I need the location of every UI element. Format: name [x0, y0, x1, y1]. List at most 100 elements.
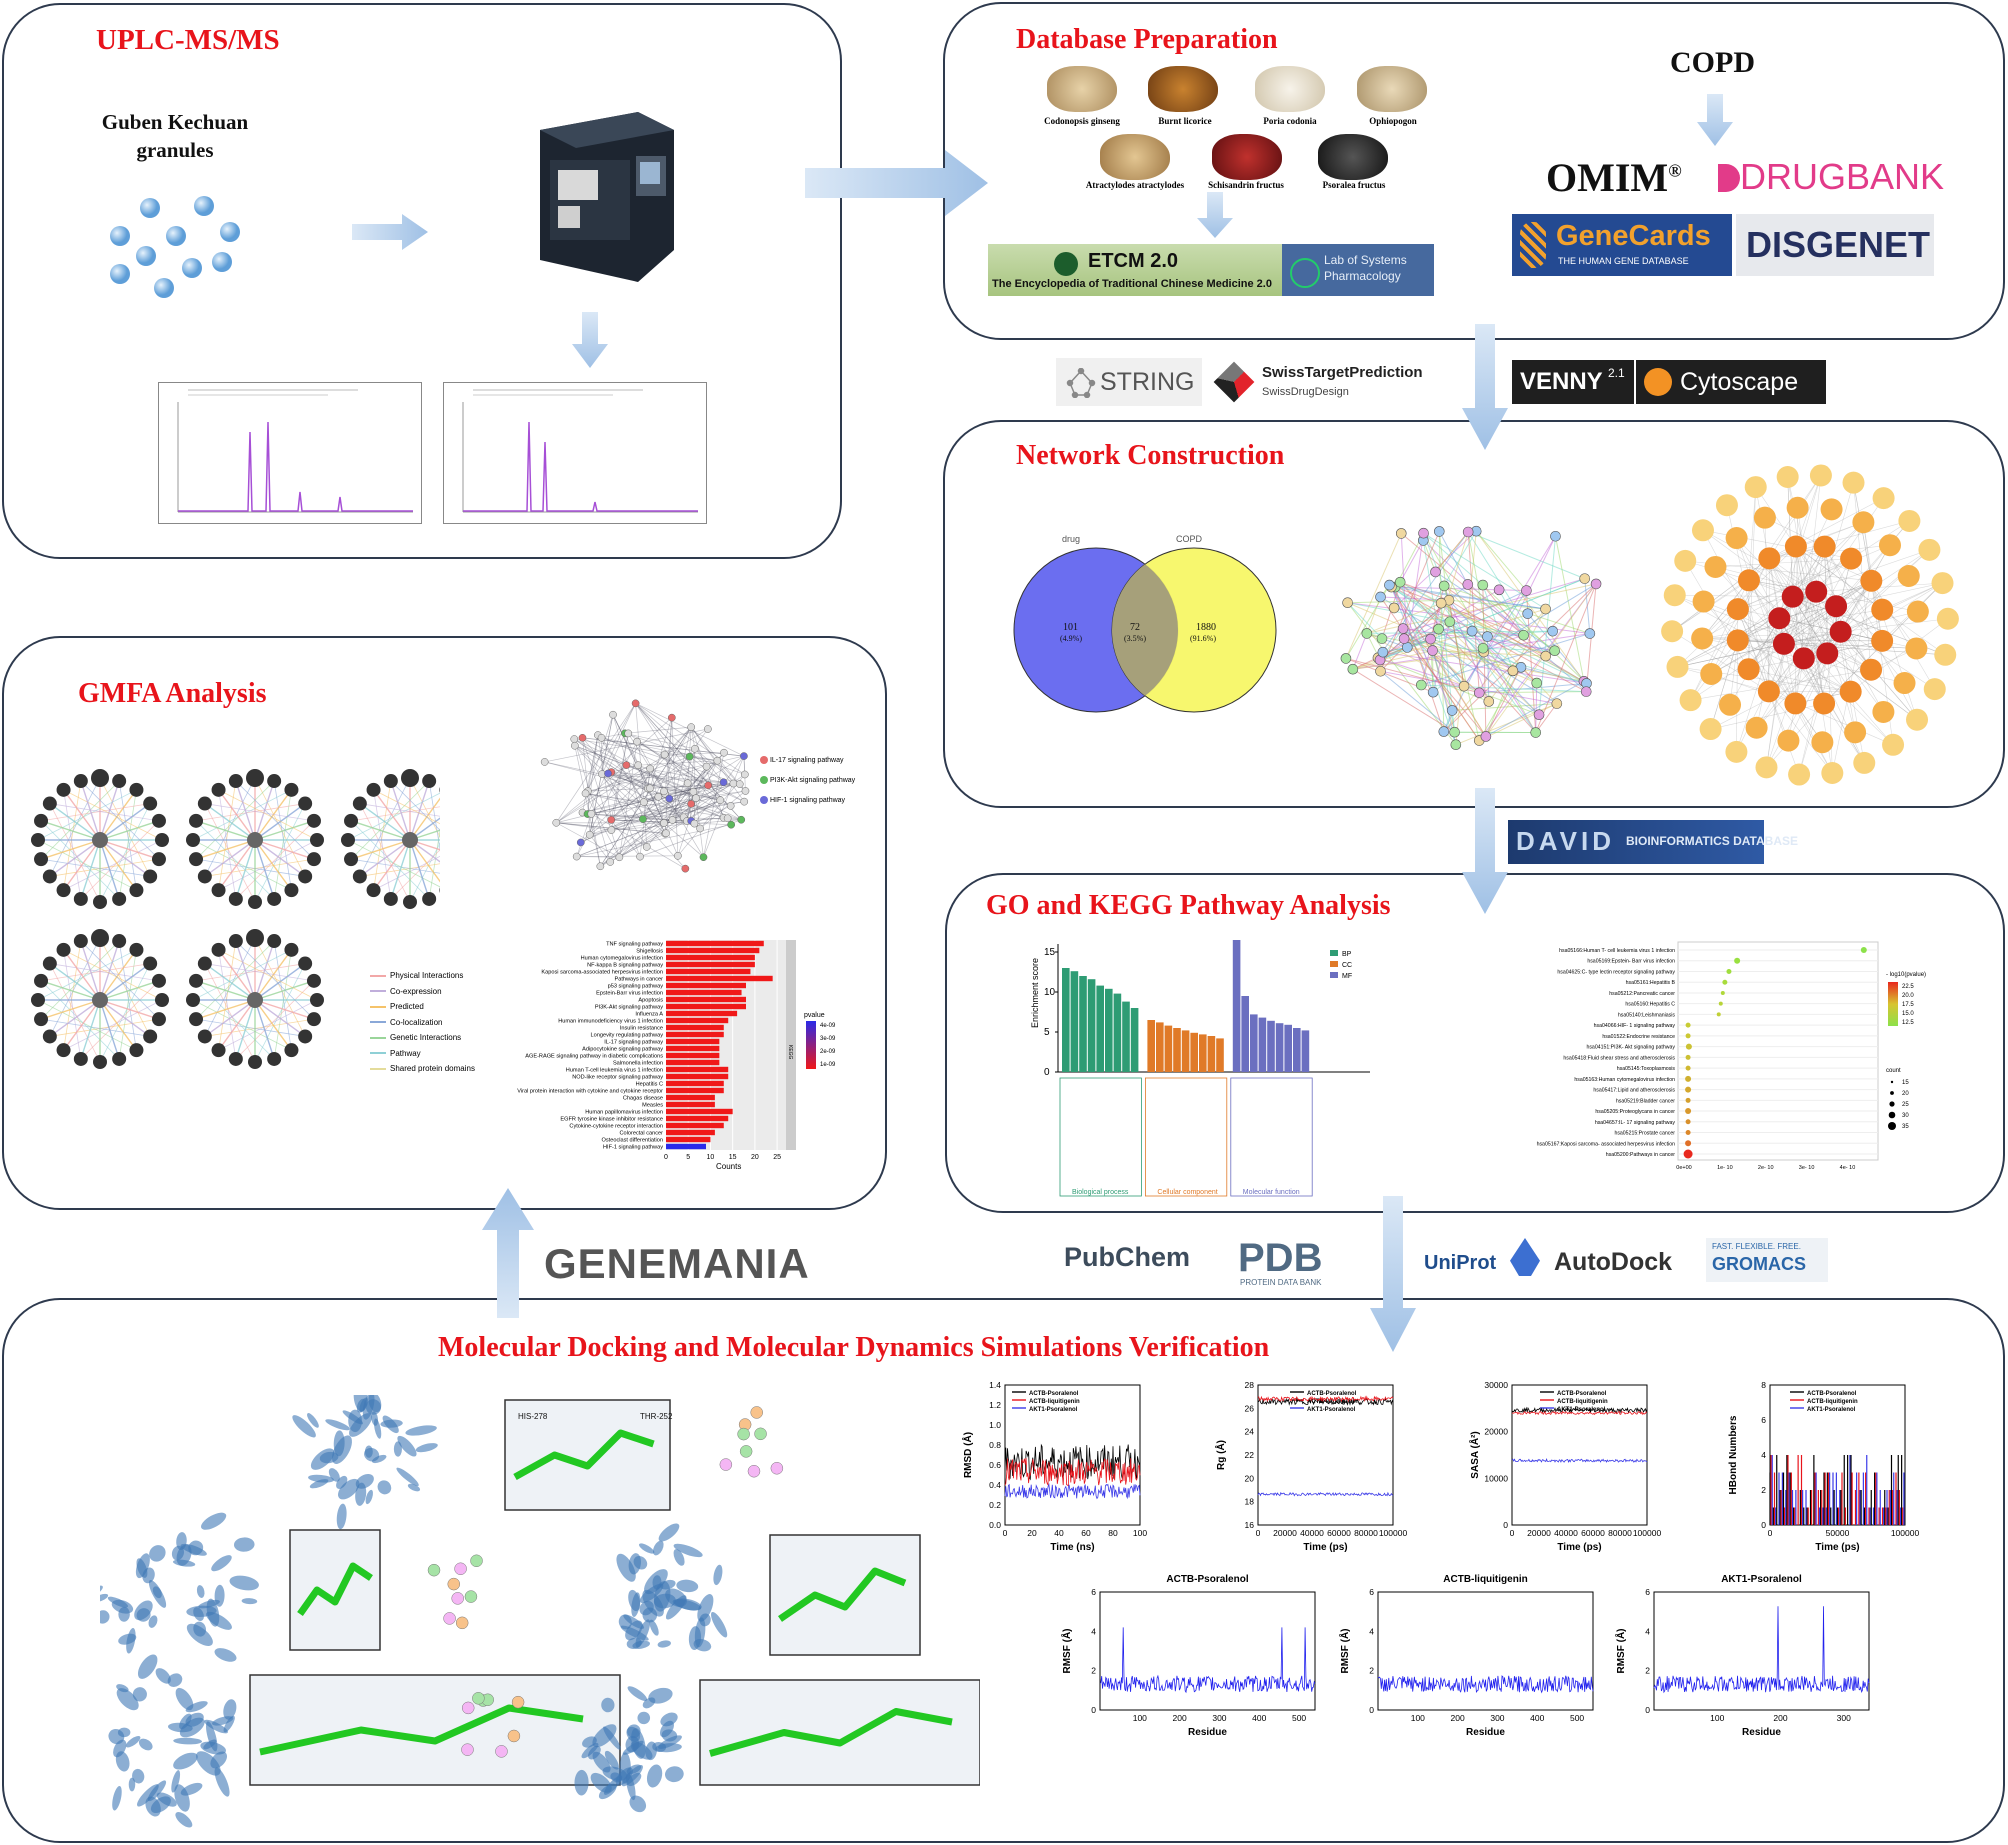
gmfa-edge	[664, 717, 673, 794]
protein-helix	[601, 1697, 615, 1713]
hub-edge	[1710, 640, 1883, 730]
protein-helix	[645, 1741, 657, 1761]
hub-node	[1784, 535, 1807, 558]
kegg-count-label: 30	[1902, 1113, 1909, 1119]
kegg-colorbar	[1888, 982, 1898, 1026]
wheel-chord	[63, 839, 163, 891]
wheel-chord	[218, 789, 237, 900]
hub-edge	[1737, 608, 1796, 704]
protein-helix	[377, 1480, 392, 1495]
gmfa-node	[540, 758, 549, 766]
ppi-edge	[1443, 585, 1490, 702]
gmfa-node	[726, 801, 735, 810]
wheel-spoke	[254, 999, 315, 1020]
protein-helix	[155, 1668, 171, 1684]
rmsf-ytick-label: 2	[1645, 1666, 1650, 1676]
wheel-spoke	[195, 999, 256, 1020]
hub-edge	[1768, 546, 1825, 692]
wheel-spoke	[99, 802, 151, 841]
ppi-node	[1521, 585, 1532, 596]
protein-helix	[112, 1785, 122, 1811]
kegg-colorbar-label: 22.5	[1902, 984, 1914, 990]
omim-logo: OMIM®	[1546, 155, 1682, 200]
pathway-legend-label-2: PI3K-Akt signaling pathway	[769, 776, 856, 784]
protein-helix	[642, 1697, 656, 1709]
rmsf-title: AKT1-Psoralenol	[1721, 1574, 1802, 1585]
bar-plot-bg	[666, 940, 786, 1150]
protein-helix	[365, 1489, 373, 1505]
wheel-spoke	[40, 839, 101, 860]
rmsd-xtick-label: 80	[1108, 1528, 1118, 1538]
gmfa-node	[607, 826, 616, 834]
gmfa-edge	[585, 793, 742, 821]
gmfa-edge	[576, 856, 620, 858]
protein-helix	[171, 1545, 184, 1561]
hub-node	[1918, 538, 1941, 561]
ppi-node	[1375, 665, 1386, 677]
wheel-spoke	[254, 999, 275, 1060]
protein-helix	[319, 1451, 339, 1464]
ppi-edge	[1352, 668, 1455, 733]
hbond-xtick-label: 100000	[1891, 1528, 1920, 1538]
hub-edge	[1674, 594, 1793, 597]
protein-helix	[125, 1736, 141, 1748]
wheel-chord	[192, 839, 292, 891]
wheel-chord	[80, 820, 160, 900]
david-logo: DAVID BIOINFORMATICS DATABASE	[1508, 820, 1798, 864]
ppi-node	[1530, 727, 1542, 738]
kegg-term-label: hsa05219:Bladder cancer	[1616, 1098, 1675, 1104]
sasa-xtick-label: 100000	[1633, 1528, 1662, 1538]
protein-helix	[132, 1687, 147, 1702]
ppi-edge	[1482, 634, 1524, 649]
docking-poses	[100, 1395, 980, 1828]
wheel-spoke	[235, 940, 256, 1001]
rmsd-xlabel: Time (ns)	[1050, 1542, 1094, 1553]
drugbank-logo: DRUGBANK	[1718, 156, 1944, 200]
ppi-edge	[1421, 684, 1587, 693]
rg-xtick-label: 40000	[1300, 1528, 1324, 1538]
gmfa-node	[633, 737, 641, 746]
gmfa-edge	[646, 752, 725, 848]
gmfa-edge	[556, 764, 639, 824]
gmfa-edge	[597, 734, 667, 834]
pathway-legend-row-3: HIF-1 signaling pathway	[760, 796, 855, 804]
wheel-chord	[218, 940, 237, 1051]
gromacs-label: GROMACS	[1712, 1254, 1806, 1274]
hbond-ylabel: HBond Numbers	[1728, 1415, 1739, 1494]
hub-edge	[1710, 640, 1739, 730]
protein-helix	[649, 1619, 659, 1636]
wheel-chord	[49, 1018, 160, 1037]
kegg-term-label: hsa05200:Pathways in cancer	[1606, 1152, 1675, 1158]
kegg-term-label: hsa05140:Leishmaniasis	[1618, 1012, 1676, 1018]
wheel-node	[197, 956, 212, 971]
hub-edge	[1795, 546, 1905, 684]
gmfa-edge	[587, 735, 599, 792]
protein-helix	[655, 1743, 682, 1753]
chromatogram-2-trace	[462, 389, 698, 513]
drugbank-label: DRUGBANK	[1740, 156, 1945, 197]
gmfa-edge	[582, 735, 599, 813]
wheel-chord	[192, 999, 292, 1051]
pdb-sub: PROTEIN DATA BANK	[1240, 1278, 1322, 1287]
hub-edge	[1787, 476, 1794, 597]
protein-helix	[592, 1724, 617, 1748]
hub-edge	[1795, 546, 1872, 582]
wheel-node	[306, 852, 321, 867]
bar-xtick-label: 25	[773, 1154, 781, 1161]
wheel-spoke	[254, 940, 275, 1001]
hub-edge	[1795, 580, 1872, 704]
ppi-edge	[1380, 531, 1440, 672]
hub-edge	[1702, 530, 1841, 632]
hub-node	[1661, 620, 1684, 643]
gmfa-node	[640, 798, 648, 806]
ppi-node	[1450, 739, 1462, 751]
herb-label-3: Poria codonia	[1263, 116, 1317, 126]
ppi-edge	[1444, 585, 1590, 635]
hub-edge	[1748, 487, 1757, 581]
gmfa-edge	[591, 813, 686, 869]
gmfa-node	[581, 789, 590, 798]
go-ytick-label: 5	[1044, 1027, 1050, 1038]
hub-node	[1805, 580, 1828, 603]
ppi-edge	[1483, 647, 1555, 652]
